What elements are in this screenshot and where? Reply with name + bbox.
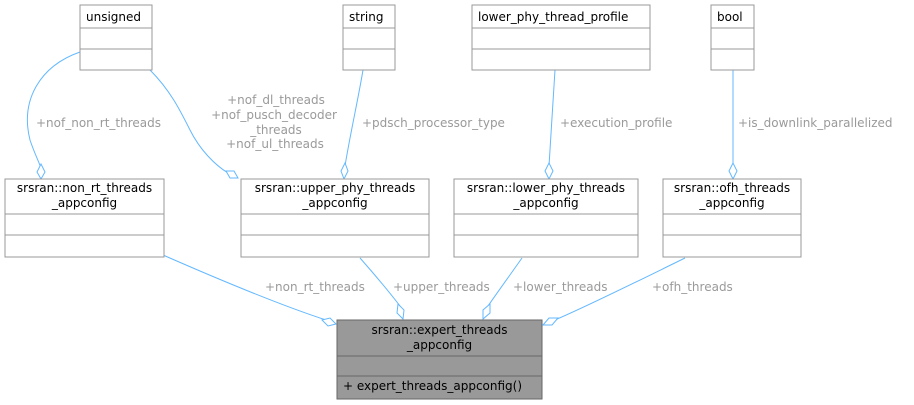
class-upper-phy-threads-appconfig[interactable]: srsran::upper_phy_threads _appconfig [240,178,430,258]
class-name-line2: _appconfig [512,196,578,210]
class-name-line1: srsran::lower_phy_threads [467,181,625,195]
class-name-line2: _appconfig [406,338,472,352]
edge-label-nof-ul-threads: +nof_ul_threads [226,137,324,151]
class-bool[interactable]: bool [710,4,755,71]
edge-nof-non-rt-threads: +nof_non_rt_threads [26,51,161,181]
edge-lower-threads: +lower_threads [482,257,607,321]
aggregation-diamond [321,317,337,327]
edge-label-pdsch-processor-type: +pdsch_processor_type [362,116,505,130]
edge-is-downlink-parallelized: +is_downlink_parallelized [728,70,893,181]
edge-non-rt-threads: +non_rt_threads [162,254,365,327]
edge-upper-phy-unsigned: +nof_dl_threads +nof_pusch_decoder _thre… [149,69,337,179]
class-name-line1: srsran::expert_threads [372,323,508,337]
aggregation-diamond [728,161,738,181]
class-ofh-threads-appconfig[interactable]: srsran::ofh_threads _appconfig [662,178,802,258]
aggregation-diamond [541,317,560,326]
class-name: lower_phy_thread_profile [478,10,628,24]
class-name-line1: srsran::ofh_threads [674,181,790,195]
edge-label-nof-pusch-decoder: +nof_pusch_decoder [211,108,337,122]
class-string[interactable]: string [342,4,396,71]
class-lower-phy-thread-profile[interactable]: lower_phy_thread_profile [471,4,651,71]
edge-ofh-threads: +ofh_threads [541,257,733,326]
edge-label-ofh-threads: +ofh_threads [652,280,733,294]
edge-label-execution-profile: +execution_profile [560,116,672,130]
class-unsigned[interactable]: unsigned [79,4,153,71]
class-name-line2: _appconfig [301,196,367,210]
edge-label-nof-dl-threads: +nof_dl_threads [227,93,325,107]
edge-upper-threads: +upper_threads [359,257,490,321]
class-name: unsigned [86,10,141,24]
class-expert-threads-appconfig[interactable]: srsran::expert_threads _appconfig + expe… [336,319,543,400]
aggregation-diamond [482,302,491,321]
aggregation-diamond [340,161,349,181]
edge-label-lower-threads: +lower_threads [513,280,607,294]
method-constructor[interactable]: + expert_threads_appconfig() [343,379,522,393]
aggregation-diamond [225,170,239,179]
edge-label-upper-threads: +upper_threads [393,280,490,294]
edge-label-non-rt-threads: +non_rt_threads [265,280,365,294]
aggregation-diamond [396,302,405,321]
edge-pdsch-processor-type: +pdsch_processor_type [340,69,505,181]
class-non-rt-threads-appconfig[interactable]: srsran::non_rt_threads _appconfig [4,178,165,258]
class-name-line2: _appconfig [51,196,117,210]
class-name-line2: _appconfig [698,196,764,210]
class-name-line1: srsran::upper_phy_threads [255,181,415,195]
aggregation-diamond [36,162,46,181]
class-lower-phy-threads-appconfig[interactable]: srsran::lower_phy_threads _appconfig [453,178,639,258]
edge-label-is-downlink-parallelized: +is_downlink_parallelized [738,116,893,130]
edge-execution-profile: +execution_profile [544,69,672,181]
class-name: string [349,10,383,24]
edge-label-threads: _threads [249,123,302,137]
aggregation-diamond [544,161,554,181]
class-name: bool [717,10,743,24]
class-name-line1: srsran::non_rt_threads [17,181,152,195]
edge-label-nof-non-rt-threads: +nof_non_rt_threads [36,116,161,130]
